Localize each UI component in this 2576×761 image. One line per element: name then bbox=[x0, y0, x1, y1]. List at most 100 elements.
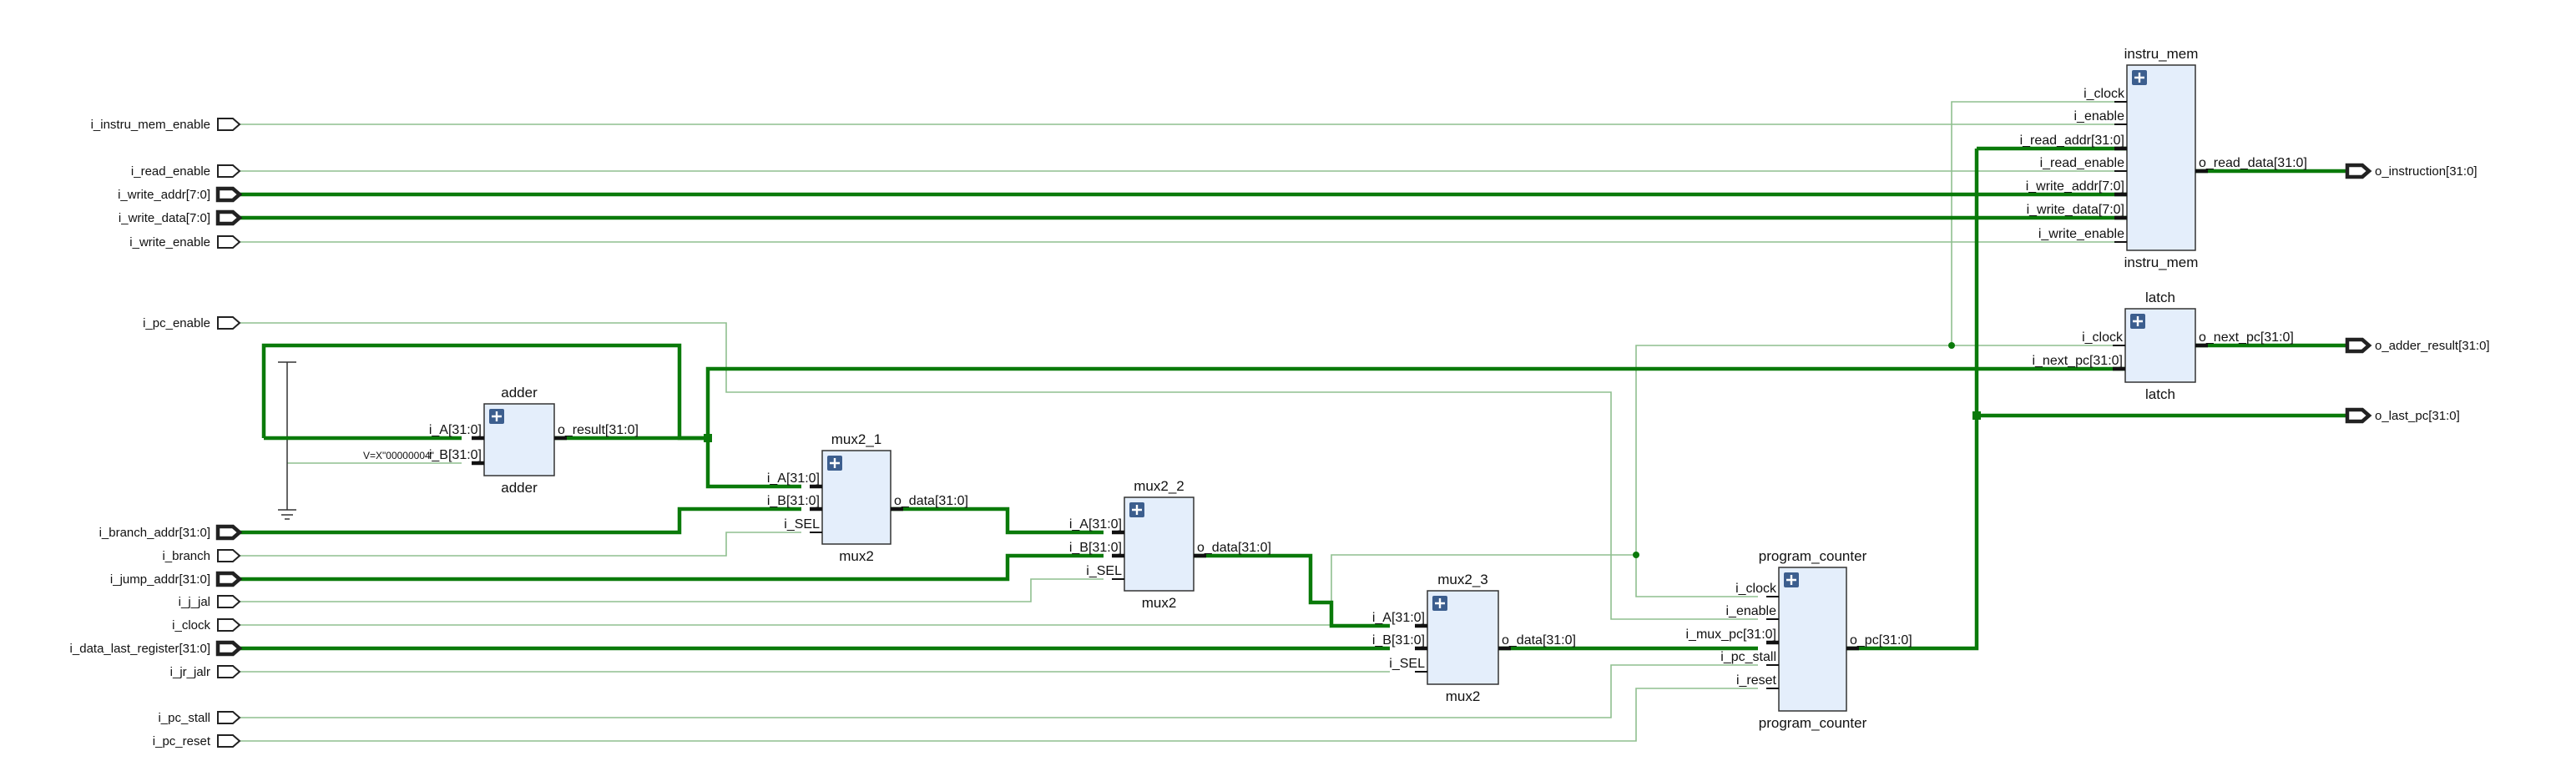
block-mux2-2[interactable]: mux2_2mux2i_A[31:0]i_B[31:0]i_SELo_data[… bbox=[1069, 478, 1271, 611]
wire-clock-branch-b bbox=[1635, 345, 1952, 555]
input-port-i-pc-enable[interactable]: i_pc_enable bbox=[143, 316, 241, 330]
block-mux2-1[interactable]: mux2_1mux2i_A[31:0]i_B[31:0]i_SELo_data[… bbox=[767, 431, 968, 564]
input-port-arrow-icon bbox=[215, 209, 243, 226]
block-subtitle: adder bbox=[501, 480, 538, 496]
block-title: mux2_1 bbox=[831, 431, 881, 447]
output-ports: o_instruction[31:0] o_adder_result[31:0]o… bbox=[2345, 163, 2490, 424]
input-port-arrow-icon bbox=[215, 571, 243, 587]
input-port-i-jump-addr[interactable]: i_jump_addr[31:0] bbox=[110, 571, 243, 587]
block-subtitle: program_counter bbox=[1759, 715, 1867, 731]
expand-plus-icon[interactable] bbox=[2132, 70, 2147, 85]
input-port-label: i_j_jal bbox=[179, 595, 210, 609]
input-port-label: i_branch bbox=[162, 549, 210, 563]
wire-pc-reset bbox=[240, 688, 1758, 742]
input-port-i-data-last-register[interactable]: i_data_last_register[31:0] bbox=[70, 640, 243, 657]
pin-label: o_data[31:0] bbox=[1502, 633, 1576, 648]
block-body[interactable] bbox=[2126, 64, 2196, 251]
adder-constant-label: V=X"00000004" bbox=[363, 450, 434, 461]
pin-label: i_reset bbox=[1736, 673, 1777, 688]
pin-label: i_SEL bbox=[1086, 564, 1122, 578]
bus-wires bbox=[240, 146, 2347, 651]
input-port-i-branch[interactable]: i_branch bbox=[162, 549, 241, 563]
pin-label: i_SEL bbox=[784, 517, 820, 532]
block-mux2-3[interactable]: mux2_3mux2i_A[31:0]i_B[31:0]i_SELo_data[… bbox=[1372, 572, 1576, 704]
pin-label: i_write_addr[7:0] bbox=[2026, 179, 2124, 194]
input-port-arrow-icon bbox=[217, 316, 241, 330]
pin-label: i_clock bbox=[1735, 582, 1777, 596]
block-latch[interactable]: latchlatchi_clocki_next_pc[31:0]o_next_p… bbox=[2032, 290, 2293, 402]
junction-adder-out bbox=[704, 434, 712, 442]
bus-adder-out bbox=[554, 366, 2125, 441]
pin-label: i_B[31:0] bbox=[1372, 633, 1425, 648]
expand-plus-icon[interactable] bbox=[827, 456, 842, 471]
bus-pc-out bbox=[1846, 416, 1979, 651]
pin-label: i_mux_pc[31:0] bbox=[1685, 627, 1776, 642]
pin-label: i_A[31:0] bbox=[1069, 517, 1122, 532]
block-subtitle: mux2 bbox=[1446, 688, 1481, 704]
output-port-arrow-icon bbox=[2345, 407, 2372, 424]
pin-label: i_A[31:0] bbox=[1372, 611, 1425, 625]
input-port-arrow-icon bbox=[217, 164, 241, 178]
input-port-i-pc-stall[interactable]: i_pc_stall bbox=[158, 711, 241, 725]
junction-pc-out bbox=[1972, 411, 1981, 420]
expand-plus-icon[interactable] bbox=[1129, 502, 1144, 517]
input-port-arrow-icon bbox=[217, 711, 241, 724]
input-port-label: i_branch_addr[31:0] bbox=[99, 526, 210, 540]
input-port-label: i_jr_jalr bbox=[170, 665, 210, 679]
pin-label: i_enable bbox=[1726, 604, 1777, 618]
output-port-o-adder-result[interactable]: o_adder_result[31:0] bbox=[2345, 337, 2490, 354]
block-program-counter[interactable]: program_counterprogram_counteri_clocki_e… bbox=[1685, 548, 1912, 731]
input-port-arrow-icon bbox=[217, 118, 241, 131]
wire-clock bbox=[240, 554, 1636, 626]
output-port-o-instruction[interactable]: o_instruction[31:0] bbox=[2345, 163, 2478, 179]
bus-branch-addr bbox=[240, 506, 801, 535]
expand-plus-icon[interactable] bbox=[1784, 572, 1799, 587]
pin-label: i_write_data[7:0] bbox=[2027, 203, 2124, 217]
junction-clock-b bbox=[1948, 342, 1955, 349]
blocks: instru_meminstru_memi_clocki_enablei_rea… bbox=[429, 46, 2307, 731]
output-port-label: o_last_pc[31:0] bbox=[2375, 409, 2460, 423]
pin-label: i_enable bbox=[2074, 109, 2125, 123]
input-port-label: i_pc_reset bbox=[153, 734, 211, 748]
block-adder[interactable]: adderadderi_A[31:0]i_B[31:0]o_result[31:… bbox=[429, 385, 639, 496]
pin-label: o_result[31:0] bbox=[558, 423, 639, 437]
input-ports: i_instru_mem_enable i_read_enable i_write_… bbox=[70, 118, 243, 748]
input-port-arrow-icon bbox=[217, 595, 241, 608]
expand-plus-icon[interactable] bbox=[1432, 596, 1447, 611]
block-subtitle: instru_mem bbox=[2124, 255, 2199, 270]
block-title: mux2_2 bbox=[1134, 478, 1184, 494]
block-body[interactable] bbox=[1778, 567, 1847, 712]
input-port-i-j-jal[interactable]: i_j_jal bbox=[179, 595, 241, 609]
input-port-arrow-icon bbox=[217, 734, 241, 748]
input-port-arrow-icon bbox=[215, 524, 243, 541]
input-port-i-pc-reset[interactable]: i_pc_reset bbox=[153, 734, 241, 748]
pin-label: o_data[31:0] bbox=[894, 494, 968, 508]
pin-label: i_pc_stall bbox=[1720, 650, 1776, 664]
input-port-i-instru-mem-enable[interactable]: i_instru_mem_enable bbox=[91, 118, 241, 132]
bus-jump-addr bbox=[240, 553, 1104, 582]
pin-label: o_pc[31:0] bbox=[1850, 633, 1912, 648]
input-port-i-clock[interactable]: i_clock bbox=[172, 618, 241, 632]
block-instru-mem[interactable]: instru_meminstru_memi_clocki_enablei_rea… bbox=[2020, 46, 2307, 270]
expand-plus-icon[interactable] bbox=[2130, 314, 2145, 329]
input-port-i-read-enable[interactable]: i_read_enable bbox=[131, 164, 241, 179]
input-port-label: i_write_data[7:0] bbox=[119, 211, 210, 225]
pin-label: i_A[31:0] bbox=[429, 423, 482, 437]
wire-j-jal bbox=[240, 578, 1104, 602]
bus-mux1-out bbox=[891, 506, 1104, 535]
expand-plus-icon[interactable] bbox=[489, 409, 504, 424]
pin-label: i_B[31:0] bbox=[1069, 541, 1122, 555]
pin-label: i_A[31:0] bbox=[767, 471, 820, 486]
input-port-label: i_write_enable bbox=[129, 235, 210, 249]
input-port-i-write-addr[interactable]: i_write_addr[7:0] bbox=[118, 186, 243, 203]
signal-wires bbox=[240, 101, 2127, 742]
input-port-i-write-enable[interactable]: i_write_enable bbox=[129, 235, 241, 249]
input-port-i-write-data[interactable]: i_write_data[7:0] bbox=[119, 209, 243, 226]
input-port-i-jr-jalr[interactable]: i_jr_jalr bbox=[170, 665, 241, 679]
block-subtitle: mux2 bbox=[839, 548, 874, 564]
block-title: mux2_3 bbox=[1437, 572, 1488, 587]
output-port-o-last-pc[interactable]: o_last_pc[31:0] bbox=[2345, 407, 2460, 424]
pin-label: o_next_pc[31:0] bbox=[2199, 330, 2294, 345]
input-port-i-branch-addr[interactable]: i_branch_addr[31:0] bbox=[99, 524, 243, 541]
